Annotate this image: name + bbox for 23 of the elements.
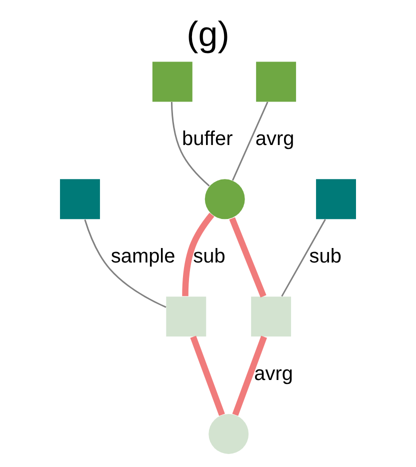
node-box: [166, 296, 206, 337]
diagram-title: (g): [186, 15, 230, 54]
connector: [232, 102, 268, 181]
node-box: [256, 62, 296, 102]
connector: [84, 219, 166, 308]
connector: [190, 336, 225, 416]
connector: [170, 102, 210, 186]
node-circle: [204, 179, 245, 220]
connector: [232, 336, 267, 416]
node-box: [152, 62, 192, 102]
edge-label: avrg: [254, 363, 293, 386]
edge-label: sub: [309, 246, 342, 268]
node-box: [60, 179, 100, 220]
connector: [281, 219, 326, 297]
connector: [229, 217, 266, 298]
node-box: [316, 179, 356, 220]
node-box: [251, 296, 292, 337]
connector: [182, 212, 214, 296]
edge-label: sub: [193, 246, 226, 268]
edge-label: sample: [110, 246, 176, 268]
edge-label: buffer: [182, 128, 233, 150]
edge-label: avrg: [255, 128, 294, 150]
node-circle: [208, 414, 249, 454]
